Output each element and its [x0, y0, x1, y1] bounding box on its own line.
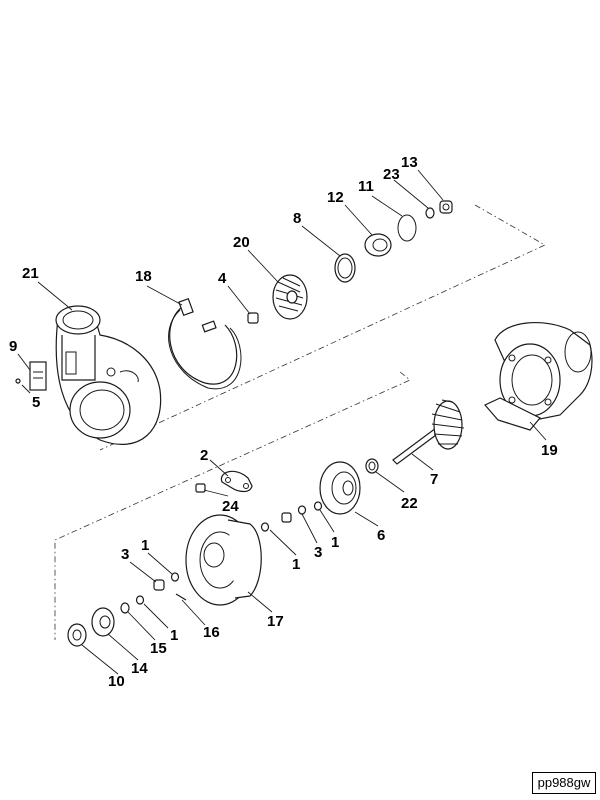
callout-1-a: 1: [331, 534, 339, 551]
callout-22: 22: [401, 495, 418, 512]
callout-10: 10: [108, 673, 125, 690]
thrust-bearing: [91, 607, 115, 637]
callout-5: 5: [32, 394, 40, 411]
callout-18: 18: [135, 268, 152, 285]
callout-21: 21: [22, 265, 39, 282]
callout-12: 12: [327, 189, 344, 206]
compressor-wheel: [272, 274, 308, 320]
callout-11: 11: [358, 178, 374, 195]
callout-13: 13: [401, 154, 418, 171]
insert-plate: [364, 233, 392, 257]
callout-3-a: 3: [314, 544, 322, 561]
turbine-wheel-shaft: [392, 399, 465, 465]
bearing-hardware-upper: [260, 501, 323, 532]
callout-4: 4: [218, 270, 227, 287]
center-housing: [185, 514, 262, 606]
compressor-nut: [247, 312, 259, 324]
callout-2: 2: [200, 447, 208, 464]
v-band-clamp: [168, 297, 242, 390]
o-ring-large: [397, 214, 417, 242]
callout-23: 23: [383, 166, 400, 183]
callout-9: 9: [9, 338, 17, 355]
lock-plate-bolt: [195, 483, 206, 493]
flinger-sleeve: [439, 200, 453, 214]
callout-7: 7: [430, 471, 438, 488]
callout-24: 24: [222, 498, 239, 515]
callout-1-c: 1: [141, 537, 149, 554]
roll-pin: [175, 593, 187, 601]
piston-ring: [365, 458, 379, 474]
back-plate: [319, 461, 361, 515]
leader-lines: [17, 169, 547, 675]
callout-1-b: 1: [292, 556, 300, 573]
callout-16: 16: [203, 624, 220, 641]
callout-3-b: 3: [121, 546, 129, 563]
drive-screw: [15, 378, 21, 384]
retaining-ring: [334, 253, 356, 283]
callout-17: 17: [267, 613, 284, 630]
callout-8: 8: [293, 210, 301, 227]
callout-labels: 21 9 5 18 4 20 8 12 11 23 13 19 7 2 24 2…: [9, 154, 558, 690]
callout-14: 14: [131, 660, 148, 677]
compressor-housing: [55, 305, 162, 445]
turbine-housing: [484, 321, 593, 431]
thrust-collar: [67, 623, 87, 647]
reference-code-label: pp988gw: [532, 772, 596, 794]
lock-plate: [220, 470, 253, 493]
seal-ring-small: [425, 207, 435, 219]
callout-6: 6: [377, 527, 385, 544]
bearing-hardware-lower: [120, 572, 180, 614]
callout-20: 20: [233, 234, 250, 251]
callout-15: 15: [150, 640, 167, 657]
assembly-axes: [54, 204, 546, 640]
callout-19: 19: [541, 442, 558, 459]
callout-1-d: 1: [170, 627, 178, 644]
nameplate: [29, 361, 47, 391]
